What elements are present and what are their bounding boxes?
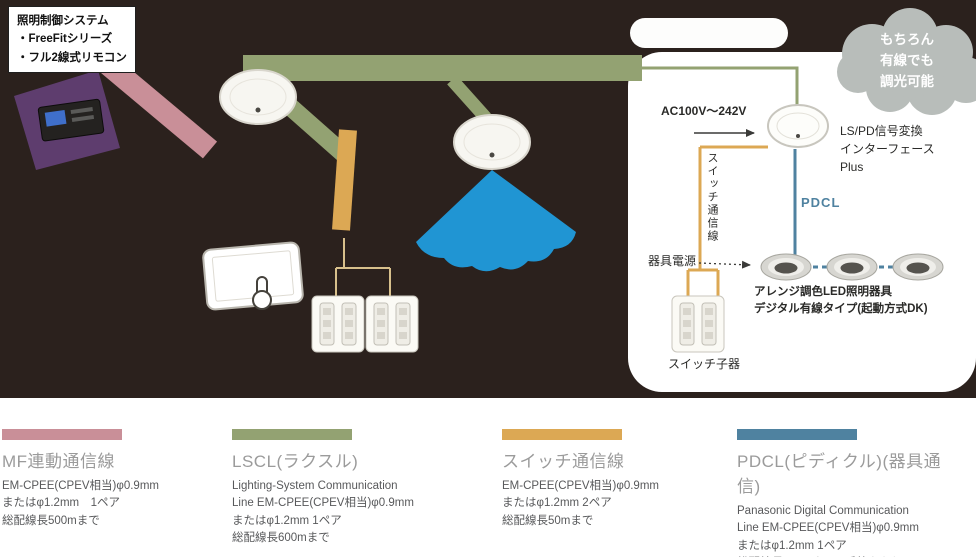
legend-title-switch: スイッチ通信線 [502,452,625,471]
wiring-legend: MF連動通信線 EM-CPEE(CPEV相当)φ0.9mm またはφ1.2mm … [0,398,976,557]
switch-comm-line-right [686,145,768,296]
legend-line: Line EM-CPEE(CPEV相当)φ0.9mm [737,522,919,535]
wall-switch-1 [311,295,365,353]
ac-power-label: AC100V〜242V [661,104,747,118]
wired-note-cloud [837,8,976,115]
legend-line: EM-CPEE(CPEV相当)φ0.9mm [2,480,159,492]
ceiling-light-2 [453,114,531,170]
lighting-controller-device [37,98,105,142]
wireless-signal-fan [416,170,576,272]
lspd-interface-label: LS/PD信号変換 インターフェース Plus [840,124,935,174]
legend-swatch-switch [502,429,622,440]
legend-line: Panasonic Digital Communication [737,505,909,517]
led-fixture-label: アレンジ調色LED照明器具 デジタル有線タイプ(起動方式DK) [754,286,928,315]
legend-title-mf: MF連動通信線 [2,452,116,471]
wall-switch-2 [365,295,419,353]
hand-cursor-icon [252,276,272,310]
mf-link-line [97,53,218,159]
legend-swatch-mf [2,429,122,440]
switch-comm-line-label: スイッチ通信線 [706,152,718,243]
led-downlight-2 [826,253,878,281]
legend-item-switch: スイッチ通信線 EM-CPEE(CPEV相当)φ0.9mm またはφ1.2mm … [502,429,728,530]
wired-note-text: もちろん 有線でも 調光可能 [880,32,934,89]
legend-line: Line EM-CPEE(CPEV相当)φ0.9mm [232,497,414,510]
system-label-box: 照明制御システム ・FreeFitシリーズ ・フル2線式リモコン [8,6,136,74]
tablet-controller [202,241,304,311]
switch-comm-lines-left [332,129,391,296]
legend-line: 総配線長50mまで [502,514,594,527]
pdcl-line [793,149,893,269]
pdcl-line-label: PDCL [801,195,841,210]
legend-line: EM-CPEE(CPEV相当)φ0.9mm [502,480,659,492]
switch-child-device [671,295,725,353]
legend-line: またはφ1.2mm 1ペア [232,514,342,527]
legend-line: またはφ1.2mm 1ペア [737,539,847,552]
led-downlight-3 [892,253,944,281]
legend-title-lscl: LSCL(ラクスル) [232,452,359,471]
led-downlight-1 [760,253,812,281]
legend-swatch-pdcl [737,429,857,440]
switch-child-label: スイッチ子器 [668,357,741,371]
legend-item-mf: MF連動通信線 EM-CPEE(CPEV相当)φ0.9mm またはφ1.2mm … [2,429,228,530]
legend-line: またはφ1.2mm 2ペア [502,497,612,510]
diagram-canvas [0,0,976,398]
lspd-interface-device [767,104,829,148]
legend-line: 総配線長600mまで [232,531,330,544]
fixture-power-label: 器具電源 [648,254,697,268]
ceiling-light-1 [219,69,297,125]
legend-line: またはφ1.2mm 1ペア [2,497,120,510]
legend-line: 総配線長500mまで [2,514,100,527]
legend-title-pdcl: PDCL(ピディクル)(器具通信) [737,452,942,496]
legend-item-lscl: LSCL(ラクスル) Lighting-System Communication… [232,429,458,547]
legend-line: Lighting-System Communication [232,480,398,492]
legend-swatch-lscl [232,429,352,440]
blank-callout-pill [630,18,788,48]
fixture-power-arrow [698,260,751,269]
legend-item-pdcl: PDCL(ピディクル)(器具通信) Panasonic Digital Comm… [737,429,963,557]
